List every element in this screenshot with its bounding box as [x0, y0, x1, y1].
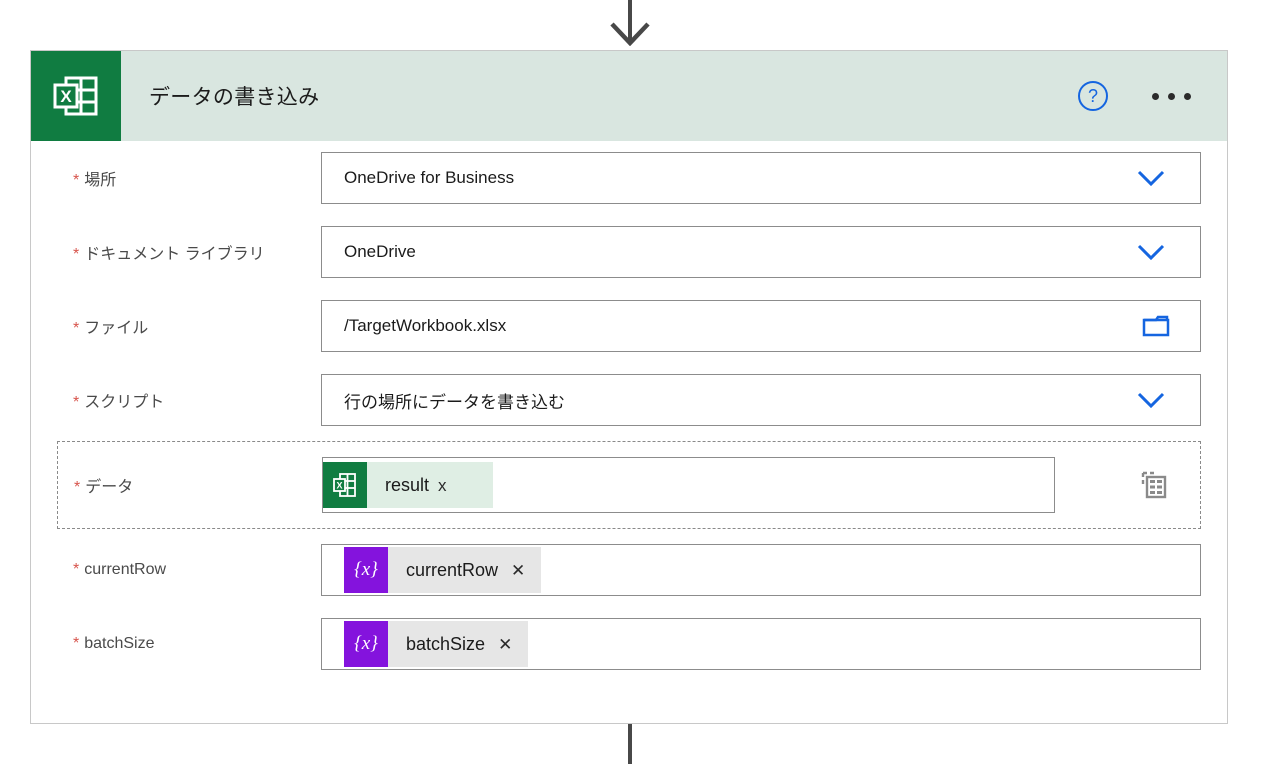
required-asterisk: * [73, 635, 80, 652]
token-remove-icon[interactable]: ✕ [498, 634, 513, 654]
token-chip-body: result x [367, 462, 493, 508]
field-label-text: ファイル [84, 320, 149, 337]
required-asterisk: * [73, 172, 80, 189]
location-dropdown[interactable]: OneDrive for Business [321, 152, 1201, 204]
action-title: データの書き込み [149, 86, 320, 109]
currentrow-input[interactable]: {x} currentRow ✕ [321, 544, 1201, 596]
location-value: OneDrive for Business [344, 168, 515, 187]
field-label-script: *スクリプト [57, 388, 321, 412]
required-asterisk: * [73, 561, 80, 578]
data-input[interactable]: X result x [322, 457, 1055, 513]
field-row-batchsize: *batchSize {x} batchSize ✕ [31, 607, 1227, 681]
action-card-header[interactable]: X データの書き込み ? [31, 51, 1227, 141]
script-dropdown[interactable]: 行の場所にデータを書き込む [321, 374, 1201, 426]
document-library-value: OneDrive [344, 242, 416, 261]
token-chip-currentrow[interactable]: {x} currentRow ✕ [344, 547, 542, 593]
field-label-text: 場所 [84, 172, 117, 189]
field-row-document-library: *ドキュメント ライブラリ OneDrive [31, 215, 1227, 289]
field-label-batchsize: *batchSize [57, 635, 321, 653]
variable-icon: {x} [344, 547, 388, 593]
token-chip-result[interactable]: X result x [323, 462, 493, 508]
excel-icon: X [323, 462, 367, 508]
field-label-text: ドキュメント ライブラリ [84, 246, 265, 263]
excel-icon: X [31, 51, 121, 141]
field-row-currentrow: *currentRow {x} currentRow ✕ [31, 533, 1227, 607]
variable-icon: {x} [344, 621, 388, 667]
header-actions: ? [1078, 81, 1227, 111]
action-card: X データの書き込み ? *場所 OneDrive for Business [30, 50, 1228, 724]
required-asterisk: * [74, 479, 81, 496]
field-label-file: *ファイル [57, 314, 321, 338]
help-circle-icon[interactable]: ? [1078, 81, 1108, 111]
field-label-location: *場所 [57, 166, 321, 190]
field-row-data: *データ X [57, 441, 1201, 529]
file-input[interactable]: /TargetWorkbook.xlsx [321, 300, 1201, 352]
field-row-location: *場所 OneDrive for Business [31, 141, 1227, 215]
action-card-body: *場所 OneDrive for Business *ドキュメント ライブラリ … [31, 141, 1227, 681]
connector-line-top [628, 0, 632, 42]
field-row-file: *ファイル /TargetWorkbook.xlsx [31, 289, 1227, 363]
chevron-down-icon[interactable] [1136, 243, 1166, 261]
field-label-text: currentRow [84, 561, 167, 578]
field-label-document-library: *ドキュメント ライブラリ [57, 240, 321, 264]
field-label-text: データ [85, 479, 134, 496]
svg-text:X: X [336, 481, 342, 491]
token-chip-body: currentRow ✕ [388, 547, 542, 593]
file-value: /TargetWorkbook.xlsx [344, 316, 507, 335]
token-label: result [385, 474, 430, 495]
chevron-down-icon[interactable] [1136, 391, 1166, 409]
field-label-text: batchSize [84, 635, 155, 652]
token-label: currentRow [406, 559, 499, 580]
connector-line-bottom [628, 724, 632, 764]
token-chip-batchsize[interactable]: {x} batchSize ✕ [344, 621, 529, 667]
document-library-dropdown[interactable]: OneDrive [321, 226, 1201, 278]
required-asterisk: * [73, 394, 80, 411]
folder-icon[interactable] [1142, 313, 1172, 339]
field-label-text: スクリプト [84, 394, 165, 411]
field-label-data: *データ [58, 473, 322, 497]
svg-text:X: X [60, 87, 72, 106]
token-remove-icon[interactable]: ✕ [511, 560, 526, 580]
token-remove-icon[interactable]: x [438, 475, 447, 495]
arrow-down-icon [608, 22, 652, 46]
token-label: batchSize [406, 633, 486, 654]
required-asterisk: * [73, 320, 80, 337]
batchsize-input[interactable]: {x} batchSize ✕ [321, 618, 1201, 670]
script-value: 行の場所にデータを書き込む [344, 392, 565, 412]
switch-to-table-view-icon[interactable] [1138, 469, 1170, 501]
chevron-down-icon[interactable] [1136, 169, 1166, 187]
required-asterisk: * [73, 246, 80, 263]
field-row-script: *スクリプト 行の場所にデータを書き込む [31, 363, 1227, 437]
token-chip-body: batchSize ✕ [388, 621, 529, 667]
field-label-currentrow: *currentRow [57, 561, 321, 579]
more-horizontal-icon[interactable] [1150, 87, 1193, 106]
